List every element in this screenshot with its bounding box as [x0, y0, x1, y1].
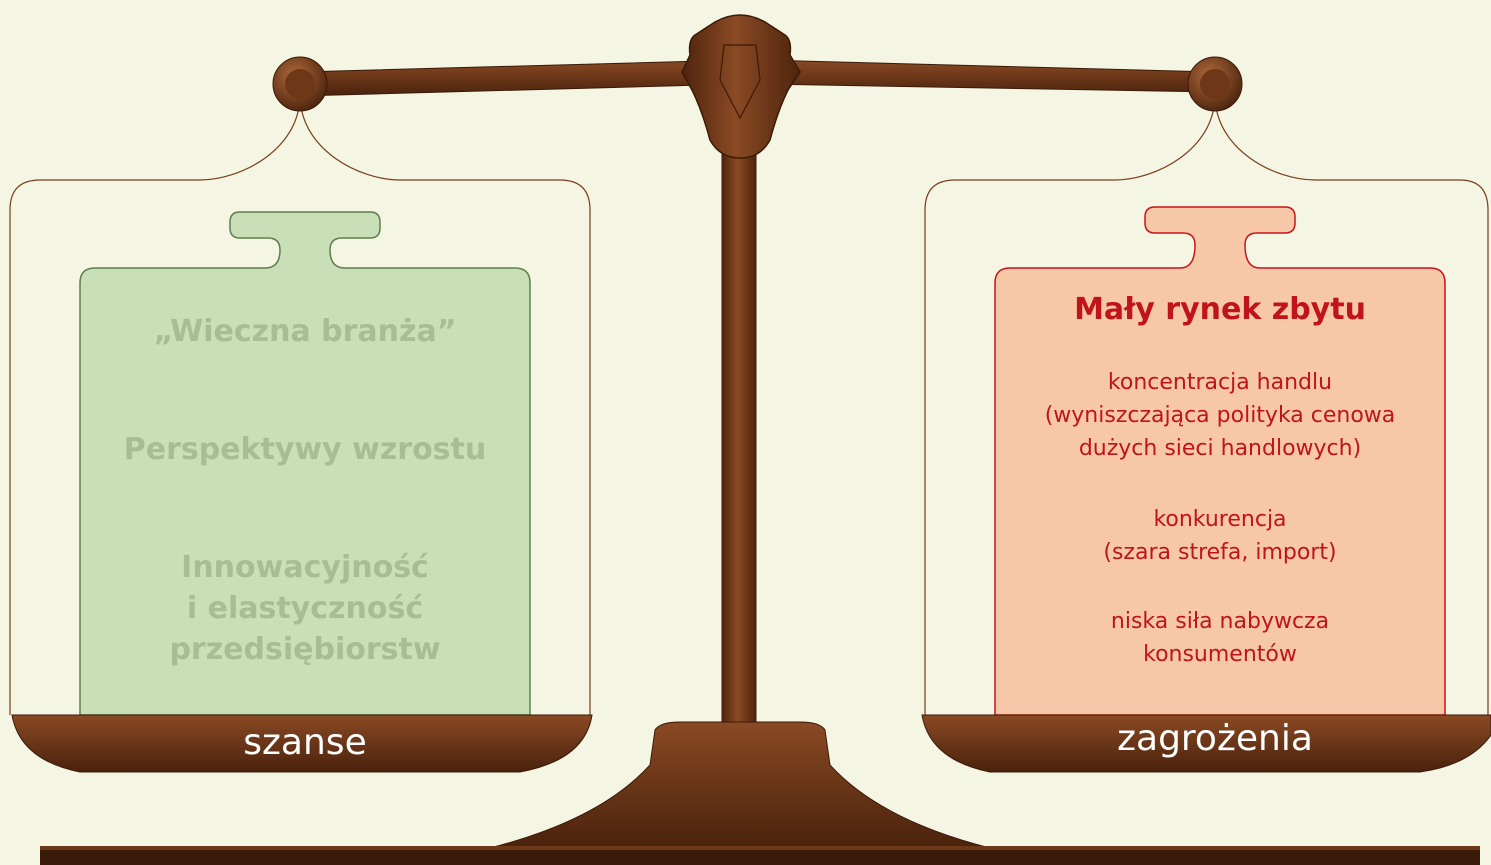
left-weight-item-innovation-line1: Innowacyjność	[181, 550, 429, 585]
scale-plinth	[40, 846, 1480, 865]
left-weight-item-innovation-line2: i elastyczność	[186, 591, 424, 626]
right-weight-item3-line2: konsumentów	[1143, 642, 1297, 667]
right-pan	[921, 714, 1491, 773]
right-bowl-outline	[924, 94, 1216, 715]
right-weight-item1-line2: (wyniszczająca polityka cenowa	[1044, 403, 1396, 428]
scale-pillar	[721, 129, 757, 731]
right-weight-item3-line1: niska siła nabywcza	[1110, 609, 1330, 634]
left-bowl-outline	[9, 94, 301, 715]
right-weight-item1-line1: koncentracja handlu	[1107, 370, 1333, 395]
left-pan-label: szanse	[243, 722, 367, 763]
left-weight-item-innovation-line3: przedsiębiorstw	[169, 632, 441, 667]
right-weight-item2-line1: konkurencja	[1153, 507, 1287, 532]
scale-base	[489, 721, 991, 849]
left-weight-heading: „Wieczna branża”	[153, 314, 457, 349]
right-weight-heading: Mały rynek zbytu	[1074, 292, 1366, 327]
right-pan-label: zagrożenia	[1117, 718, 1313, 759]
right-weight-shape	[994, 206, 1446, 716]
right-weight-item1-line3: dużych sieci handlowych)	[1078, 436, 1362, 461]
right-weight-item2-line2: (szara strefa, import)	[1103, 540, 1337, 565]
scale-ornament	[681, 14, 801, 159]
left-weight-item-growth: Perspektywy wzrostu	[123, 432, 487, 467]
left-pan	[11, 714, 593, 773]
